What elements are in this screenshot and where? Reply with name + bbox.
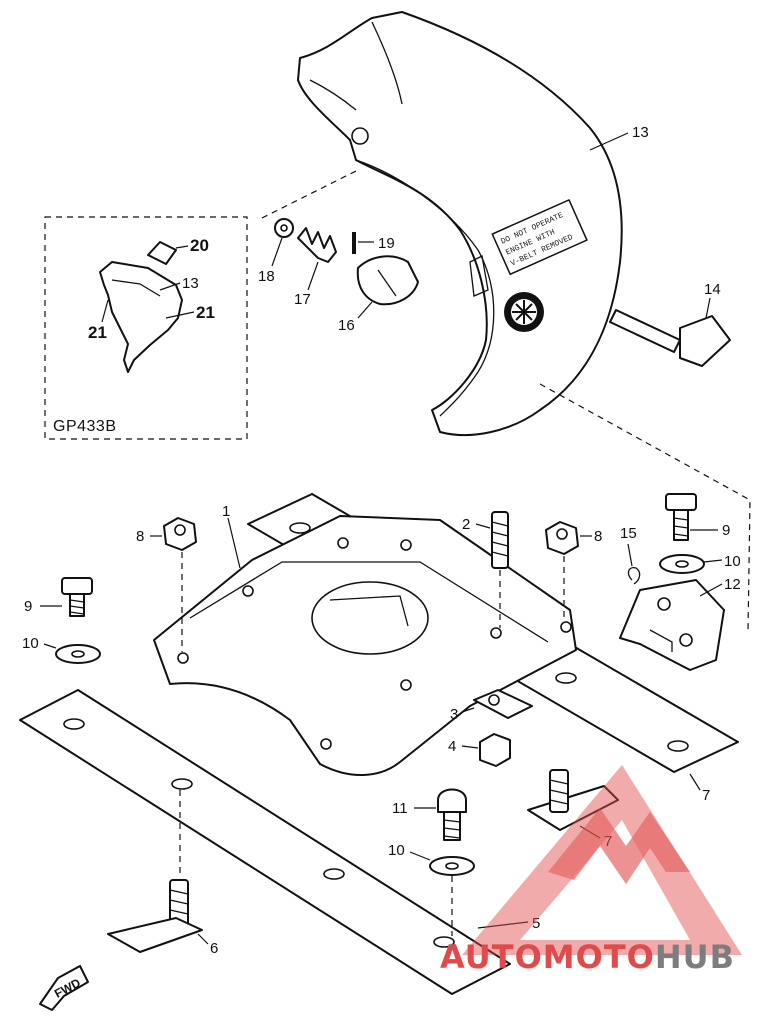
plate-5	[19, 689, 511, 995]
callout-9-left: 9	[24, 598, 32, 615]
nut-4	[479, 733, 511, 767]
mounting-plate-1	[153, 515, 577, 776]
inset-border	[44, 216, 248, 440]
callout-7-left: 6	[210, 940, 218, 957]
bolt-11	[437, 788, 467, 841]
pin-14	[609, 309, 731, 367]
knob-hardware	[261, 169, 419, 306]
knob-16	[356, 255, 419, 306]
callout-3: 3	[450, 706, 458, 723]
callout-14: 14	[704, 281, 721, 298]
clip-15	[627, 567, 641, 585]
inset-decal-part	[147, 241, 177, 265]
bracket-12	[619, 579, 725, 671]
callout-16: 16	[338, 317, 355, 334]
callout-12: 12	[724, 576, 741, 593]
callout-8-left: 8	[136, 528, 144, 545]
nut-8-left	[163, 517, 197, 652]
inset-label-20: 20	[190, 236, 209, 255]
belt-guard-cover: DO NOT OPERATE ENGINE WITH V-BELT REMOVE…	[297, 11, 623, 437]
callout-17: 17	[294, 291, 311, 308]
pin-19	[352, 232, 356, 254]
callout-2: 2	[462, 516, 470, 533]
washer-10-left	[55, 644, 101, 664]
inset-detail: 20 13 21 21 GP433B	[44, 216, 248, 440]
callout-6: 7	[702, 787, 710, 804]
callout-5: 5	[532, 915, 540, 932]
spacer-3	[473, 689, 533, 719]
callout-19: 19	[378, 235, 395, 252]
washer-10-center	[429, 856, 475, 876]
bolt-9-right	[665, 493, 697, 541]
center-opening	[311, 581, 429, 655]
stud-plate-7-left	[107, 790, 203, 953]
watermark-logo	[462, 765, 742, 955]
spring-17	[297, 227, 337, 263]
callout-8-right: 8	[594, 528, 602, 545]
callout-1: 1	[222, 503, 230, 520]
callout-9-right: 9	[722, 522, 730, 539]
callout-15: 15	[620, 525, 637, 542]
callout-10-center: 10	[388, 842, 405, 859]
washer-10-right	[659, 554, 705, 574]
bolt-9-left	[61, 577, 93, 617]
fwd-arrow-icon: FWD	[39, 965, 89, 1011]
stud-2	[491, 511, 509, 628]
callout-13: 13	[632, 124, 649, 141]
inset-label-21-left: 21	[88, 323, 107, 342]
nut-8-right	[545, 521, 579, 620]
callout-4: 4	[448, 738, 456, 755]
callout-11: 11	[392, 800, 408, 817]
callout-18: 18	[258, 268, 275, 285]
stud-plate-7-right	[527, 769, 619, 831]
watermark-text: AUTOMOTOHUB	[440, 938, 735, 976]
callout-10-left: 10	[22, 635, 39, 652]
inset-label-21-right: 21	[196, 303, 215, 322]
inset-label-13: 13	[182, 275, 199, 292]
inset-id: GP433B	[53, 418, 116, 435]
callout-10-right: 10	[724, 553, 741, 570]
warning-decal: DO NOT OPERATE ENGINE WITH V-BELT REMOVE…	[491, 199, 588, 276]
